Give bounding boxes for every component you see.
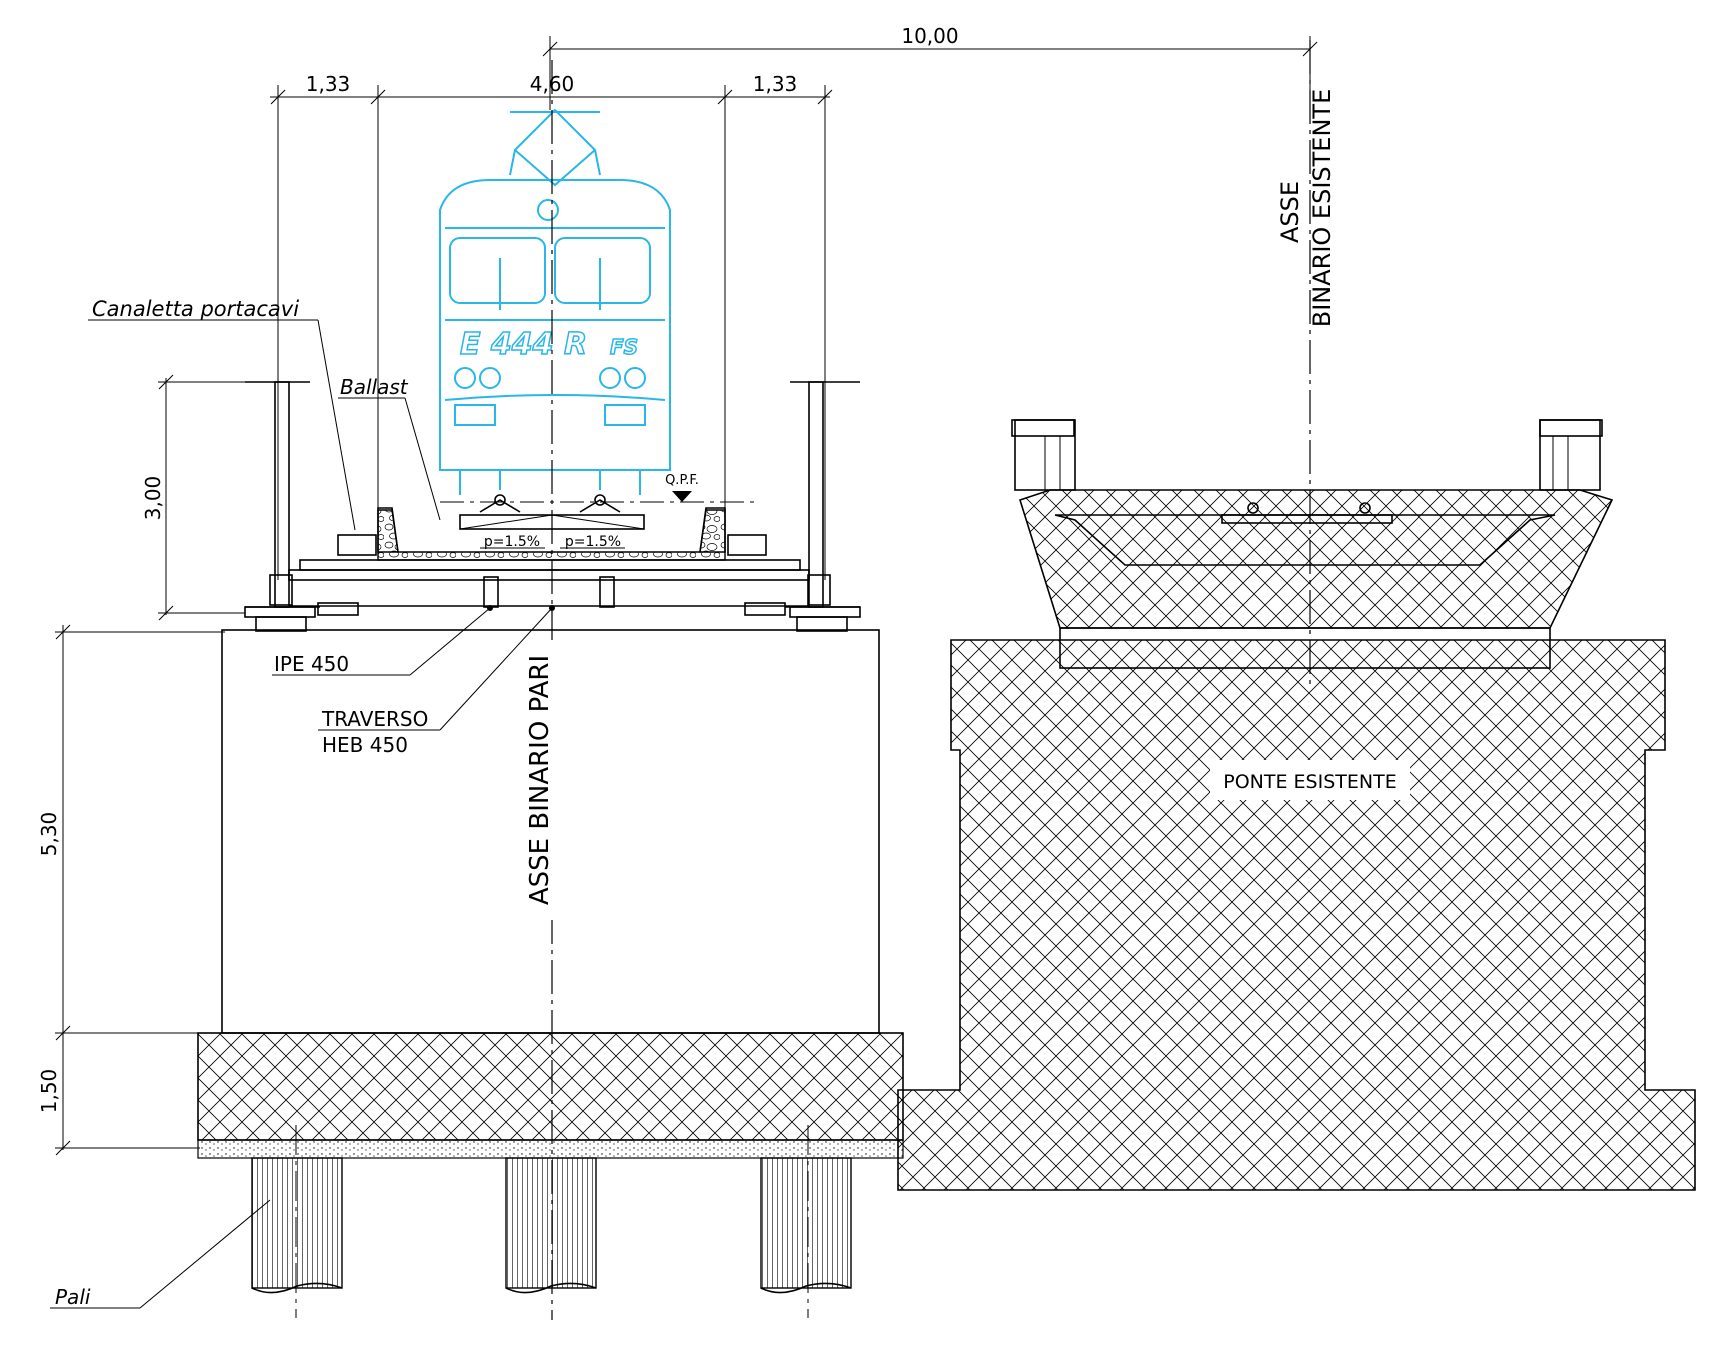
piles bbox=[251, 1125, 852, 1318]
dim-top-total: 10,00 bbox=[901, 24, 958, 48]
pali-label: Pali bbox=[55, 1285, 91, 1309]
locomotive-code: E 444 R bbox=[460, 327, 587, 362]
ballast-label: Ballast bbox=[340, 375, 409, 399]
asse-binario-pari-label: ASSE BINARIO PARI bbox=[525, 655, 555, 905]
asse-esistente-line2: BINARIO ESISTENTE bbox=[1308, 89, 1336, 328]
dim-left-span: 1,33 bbox=[306, 72, 351, 96]
qpf-marker: Q.P.F. bbox=[440, 473, 760, 503]
ipe-label: IPE 450 bbox=[274, 652, 349, 676]
existing-bridge: PONTE ESISTENTE bbox=[897, 419, 1696, 1191]
existing-bridge-label: PONTE ESISTENTE bbox=[1223, 771, 1396, 793]
locomotive-logo: FS bbox=[610, 335, 638, 359]
dim-height-upper: 3,00 bbox=[141, 476, 165, 521]
canaletta-label: Canaletta portacavi bbox=[92, 297, 299, 321]
heb-label: HEB 450 bbox=[322, 733, 408, 757]
dim-height-footing: 1,50 bbox=[37, 1069, 61, 1114]
track-axes: ASSE BINARIO PARI ASSE BINARIO ESISTENTE bbox=[524, 40, 1336, 1320]
locomotive-front: E 444 R FS bbox=[439, 108, 671, 495]
dim-right-span: 1,33 bbox=[753, 72, 798, 96]
dim-height-pier: 5,30 bbox=[37, 812, 61, 857]
slope-right-label: p=1.5% bbox=[565, 534, 621, 550]
qpf-label: Q.P.F. bbox=[665, 473, 699, 488]
dimension-texts: 10,00 1,33 4,60 1,33 3,00 5,30 1,50 bbox=[37, 24, 959, 1113]
traverso-label: TRAVERSO bbox=[321, 707, 428, 731]
rails-new bbox=[479, 494, 621, 513]
asse-esistente-line1: ASSE bbox=[1276, 181, 1304, 243]
dimension-lines bbox=[55, 36, 1318, 1156]
new-pier bbox=[197, 629, 904, 1159]
leader-labels: Canaletta portacavi Ballast IPE 450 TRAV… bbox=[50, 297, 555, 1309]
deck-steelwork bbox=[244, 381, 861, 632]
slope-left-label: p=1.5% bbox=[484, 534, 540, 550]
